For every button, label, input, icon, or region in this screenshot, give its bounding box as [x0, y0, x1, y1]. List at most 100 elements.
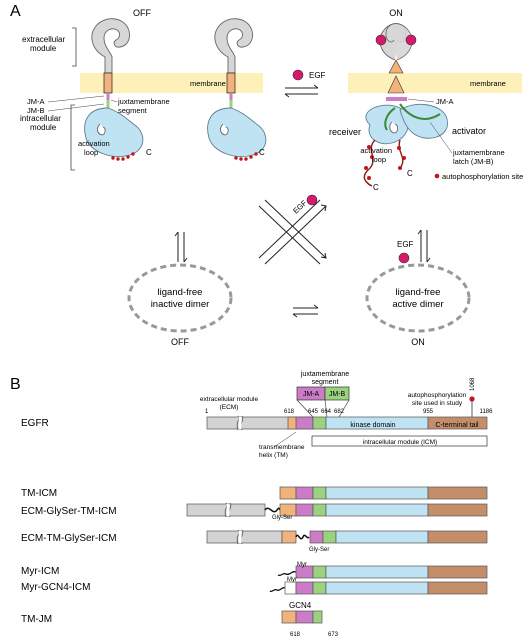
pos-955: 955	[423, 409, 434, 415]
egt-jm-b	[312, 503, 327, 517]
gly-ser-label-2: Gly-Ser	[309, 547, 329, 553]
inactive-dimer-label-2: inactive dimer	[151, 299, 210, 310]
egf-right-icon	[398, 252, 410, 264]
membrane-right-label: membrane	[470, 79, 506, 88]
myricm-myr	[277, 570, 297, 577]
bottom-forward-arrow	[293, 304, 319, 309]
off-state-label: OFF	[133, 8, 151, 18]
pos-664: 664	[321, 409, 332, 415]
receiver-label: receiver	[329, 127, 361, 137]
c-terminal-right-2: C	[407, 169, 413, 178]
construct-label-0: EGFR	[21, 418, 49, 429]
inactive-dimer-ellipse	[127, 263, 233, 333]
extracellular-module-label-1: extracellular	[22, 35, 65, 44]
activation-loop-right-2: loop	[372, 155, 386, 164]
construct-label-3: ECM-TM-GlySer-ICM	[21, 533, 117, 544]
activation-loop-label-1: activation	[78, 139, 110, 148]
membrane-left-label: membrane	[190, 79, 226, 88]
autophos-site-label: autophosphorylation site	[442, 172, 523, 181]
gcn4-label: GCN4	[289, 601, 312, 610]
egt-linker	[264, 507, 281, 513]
diag-arrow-4	[258, 199, 321, 259]
jm-a-right-label: JM-A	[436, 97, 454, 106]
egfr-jm-a	[295, 416, 314, 430]
diag-arrow-3	[264, 204, 327, 265]
jm-b-box	[324, 386, 350, 401]
extracellular-module-label-2: module	[30, 44, 57, 53]
jm-header-2: segment	[312, 379, 339, 386]
egfr-ecm	[206, 416, 297, 430]
tm-label-2: helix (TM)	[259, 452, 288, 459]
bottom-reverse-arrow	[292, 313, 318, 318]
etg-break-gap	[238, 531, 242, 543]
construct-label-1: TM-ICM	[21, 488, 57, 499]
myricm-kinase	[325, 565, 429, 579]
diag-arrow-1	[264, 199, 327, 259]
forward-arrow-top	[285, 84, 319, 89]
off-receptor-1	[84, 18, 144, 157]
egt-break-gap	[226, 504, 230, 516]
myrgcn-tail	[427, 581, 488, 595]
ecm-label-1: extracellular module	[200, 396, 259, 403]
tmjm-618: 618	[290, 632, 301, 638]
jm-b-label: JM-B	[27, 106, 45, 115]
extracellular-bracket	[72, 27, 77, 67]
juxtamembrane-label-2: segment	[118, 106, 148, 115]
intracellular-module-label-1: intracellular	[20, 114, 61, 123]
activator-tail	[398, 139, 404, 169]
tmicm-kinase	[325, 486, 429, 500]
active-dimer-label-1: ligand-free	[396, 287, 441, 298]
right-up-arrow	[417, 229, 422, 262]
tmicm-tail	[427, 486, 488, 500]
panel-b-label: B	[10, 376, 21, 393]
myrgcn-jm-a	[295, 581, 314, 595]
on-state-label: ON	[389, 8, 403, 18]
activation-loop-right-1: activation	[360, 146, 392, 155]
kinase-domain-label: kinase domain	[350, 422, 395, 429]
egf-right-label: EGF	[397, 240, 414, 249]
c-terminal-label-2: C	[259, 148, 265, 157]
myr-label-1: Myr	[297, 562, 307, 568]
egf-ligand-icon	[292, 69, 304, 81]
egfr-break-gap	[238, 417, 242, 429]
latch-label-2: latch (JM-B)	[453, 157, 494, 166]
jm-a-box-label: JM-A	[303, 391, 320, 398]
jm-a-label: JM-A	[27, 97, 45, 106]
construct-label-4: Myr-ICM	[21, 566, 59, 577]
on-bottom-label: ON	[411, 337, 425, 347]
inactive-dimer-label-1: ligand-free	[158, 287, 203, 298]
c-terminal-tail-label: C-terminal tail	[435, 422, 479, 429]
etg-tm	[281, 530, 297, 544]
egt-jm-a	[295, 503, 314, 517]
myrgcn-myr	[269, 586, 286, 593]
left-up-arrow	[174, 231, 179, 262]
egt-kinase	[325, 503, 429, 517]
pos-1: 1	[205, 409, 209, 415]
myrgcn-gcn4	[284, 581, 297, 595]
egf-bound-left-icon	[375, 34, 387, 46]
reverse-arrow-top	[284, 93, 318, 98]
tmicm-tm	[279, 486, 297, 500]
tmjm-673: 673	[328, 632, 339, 638]
off-bottom-label: OFF	[171, 337, 189, 347]
membrane-left	[80, 73, 263, 93]
construct-rows: EGFR TM-ICM ECM-GlySer-TM-ICM ECM-TM-GlySer…	[21, 415, 488, 625]
jm-b-box-label: JM-B	[329, 391, 346, 398]
etg-jm-a	[309, 530, 324, 544]
egfr-jm-b	[312, 416, 327, 430]
tmjm-tm	[281, 610, 297, 624]
right-down-arrow	[426, 230, 431, 263]
etg-kinase	[335, 530, 429, 544]
off-receptor-1-phospho-tail	[111, 152, 135, 161]
pos-618: 618	[284, 409, 295, 415]
construct-label-6: TM-JM	[21, 614, 52, 625]
myrgcn-jm-b	[312, 581, 327, 595]
juxtamembrane-label-1: juxtamembrane	[117, 97, 170, 106]
myricm-jm-b	[312, 565, 327, 579]
myrgcn-kinase	[325, 581, 429, 595]
construct-label-2: ECM-GlySer-TM-ICM	[21, 506, 117, 517]
activator-label: activator	[452, 126, 486, 136]
panel-a-label: A	[10, 3, 21, 20]
c-terminal-label-1: C	[146, 148, 152, 157]
